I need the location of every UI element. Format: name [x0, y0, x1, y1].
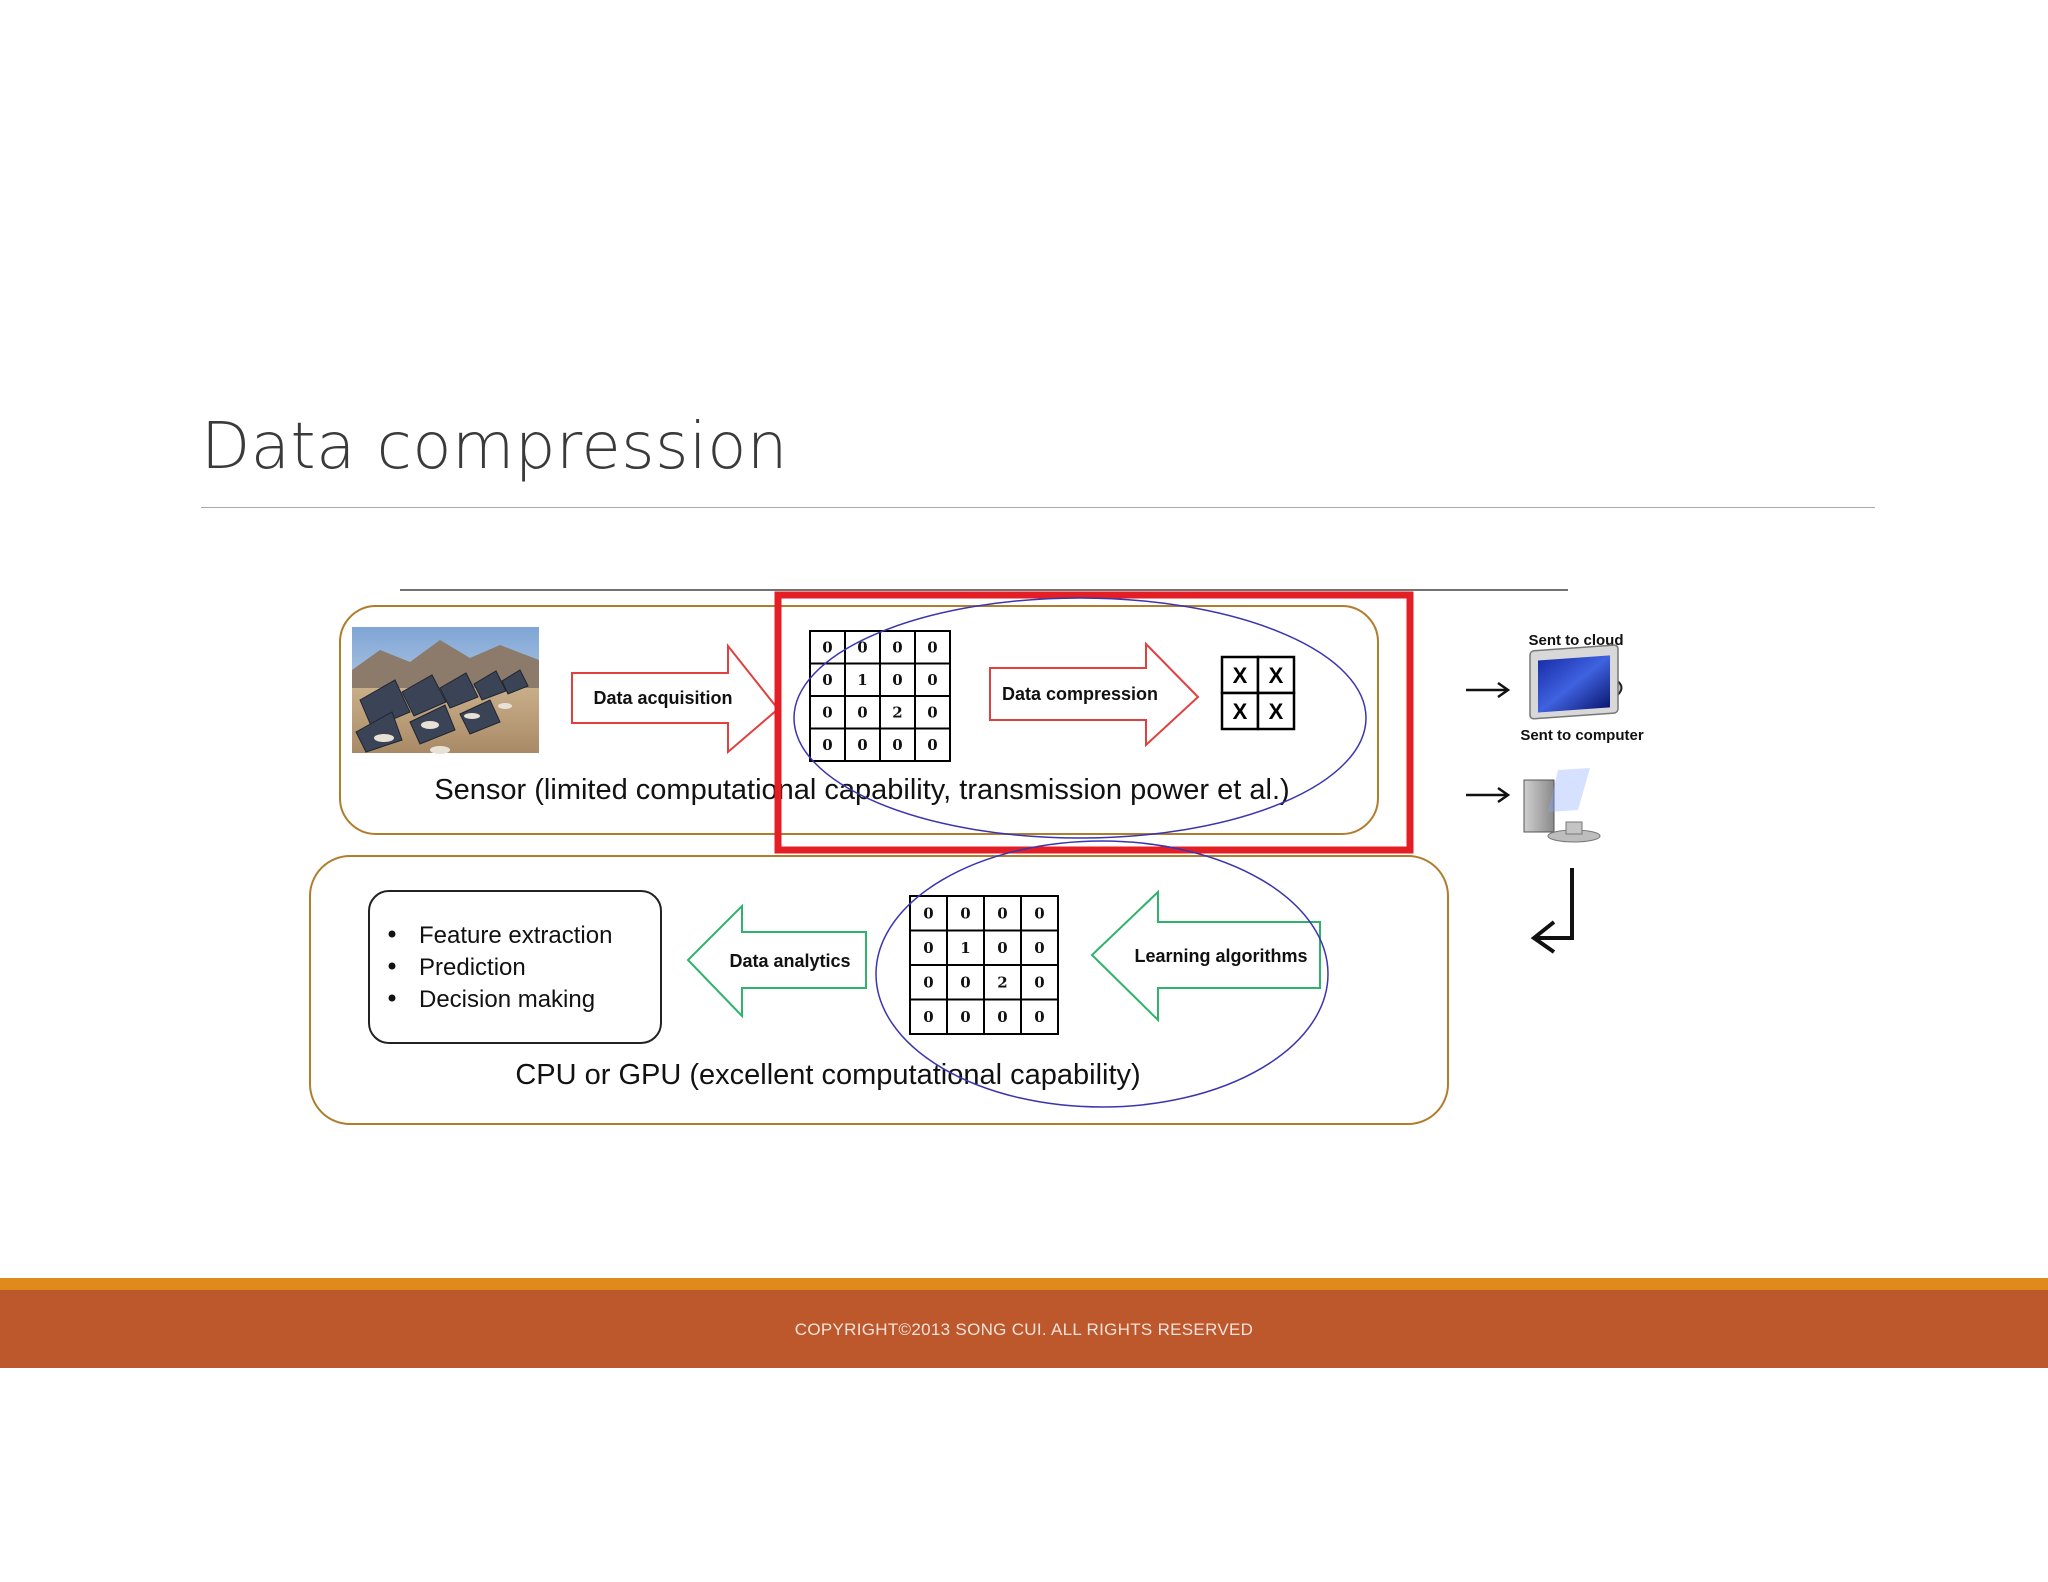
matrix-cell-value: 0 — [1034, 904, 1044, 922]
matrix-cell — [879, 630, 916, 665]
matrix-cell-value: 0 — [960, 904, 970, 922]
matrix-cell-value: 0 — [1034, 973, 1044, 991]
matrix-cell-value: 0 — [960, 973, 970, 991]
matrix-cell — [983, 964, 1022, 1001]
sent-to-cloud-label: Sent to cloud — [1529, 632, 1624, 649]
sensor-ellipse — [793, 597, 1367, 839]
matrix-cell — [946, 964, 985, 1001]
matrix-cell-value: 2 — [997, 973, 1007, 991]
matrix-cell-value: 2 — [892, 703, 902, 721]
matrix-cell-value: 0 — [927, 703, 937, 721]
matrix-cell — [809, 727, 846, 762]
title-divider — [201, 507, 1875, 508]
matrix-cell-value: 1 — [857, 671, 867, 689]
bullet-prediction: Prediction — [419, 954, 526, 981]
compute-ellipse — [875, 840, 1329, 1108]
data-compression-arrow — [989, 641, 1200, 748]
matrix-cell — [1220, 655, 1260, 695]
matrix-cell-value: X — [1269, 663, 1284, 688]
matrix-cell — [909, 998, 948, 1035]
data-analytics-label: Data analytics — [729, 951, 850, 971]
matrix-cell — [809, 630, 846, 665]
matrix-cell-value: X — [1233, 699, 1248, 724]
matrix-cell — [914, 727, 951, 762]
learning-algorithms-label: Learning algorithms — [1134, 946, 1307, 966]
footer-copyright: COPYRIGHT©2013 SONG CUI. ALL RIGHTS RESE… — [794, 1320, 1254, 1339]
sensor-data-matrix: 0 0 0 0 0 1 0 0 0 0 2 0 0 0 0 0 — [809, 630, 951, 762]
matrix-cell-value: 0 — [923, 939, 933, 957]
highlight-box — [774, 591, 1414, 854]
bullet-dot — [388, 962, 396, 970]
data-analytics-arrow — [686, 903, 867, 1019]
footer-accent-stripe — [0, 1278, 2048, 1290]
return-arrow-icon — [1530, 868, 1574, 954]
matrix-cell-value: 0 — [923, 1008, 933, 1026]
arrow-to-cloud — [1466, 681, 1511, 699]
matrix-cell-value: 0 — [927, 736, 937, 754]
solar-farm-photo — [352, 627, 539, 754]
matrix-cell — [914, 662, 951, 697]
matrix-cell-value: 0 — [927, 638, 937, 656]
matrix-cell-value: X — [1269, 699, 1284, 724]
outputs-box — [368, 890, 662, 1044]
matrix-cell-value: 0 — [997, 939, 1007, 957]
matrix-cell — [1256, 691, 1296, 731]
matrix-cell-value: 1 — [960, 939, 970, 957]
data-acquisition-label: Data acquisition — [593, 688, 732, 708]
matrix-cell — [844, 727, 881, 762]
computer-icon — [1523, 644, 1619, 843]
matrix-cell-value: 0 — [923, 904, 933, 922]
matrix-cell-value: 0 — [892, 671, 902, 689]
matrix-cell-value: 0 — [822, 638, 832, 656]
matrix-cell-value: 0 — [822, 671, 832, 689]
matrix-cell — [946, 998, 985, 1035]
sensor-panel — [339, 605, 1379, 835]
matrix-cell — [1256, 655, 1296, 695]
matrix-cell-value: 0 — [923, 973, 933, 991]
sensor-caption: Sensor (limited computational capability… — [434, 774, 1289, 806]
matrix-cell-value: 0 — [927, 671, 937, 689]
matrix-cell-value: 0 — [822, 736, 832, 754]
matrix-cell — [1020, 895, 1059, 932]
matrix-cell-value: 0 — [960, 1008, 970, 1026]
bullet-list: Feature extraction Prediction Decision m… — [388, 922, 612, 1013]
matrix-cell-value: 0 — [1034, 939, 1044, 957]
matrix-cell — [914, 695, 951, 730]
reconstructed-data-matrix: 0 0 0 0 0 1 0 0 0 0 2 0 0 0 0 0 — [909, 895, 1059, 1035]
matrix-cell-value: 0 — [892, 638, 902, 656]
matrix-cell-value: X — [1233, 663, 1248, 688]
matrix-cell-value: 0 — [997, 904, 1007, 922]
matrix-cell — [879, 695, 916, 730]
data-acquisition-arrow — [571, 643, 780, 755]
matrix-cell — [809, 662, 846, 697]
matrix-cell — [1020, 998, 1059, 1035]
matrix-cell-value: 0 — [822, 703, 832, 721]
learning-algorithms-arrow — [1090, 889, 1321, 1023]
matrix-cell-value: 0 — [1034, 1008, 1044, 1026]
matrix-cell — [844, 662, 881, 697]
matrix-cell — [809, 695, 846, 730]
bullet-decision-making: Decision making — [419, 986, 595, 1013]
slide-title: Data compression — [201, 410, 788, 484]
data-compression-label: Data compression — [1002, 684, 1158, 704]
bullet-dot — [388, 930, 396, 938]
matrix-cell — [983, 998, 1022, 1035]
footer-bar — [0, 1290, 2048, 1368]
matrix-cell — [1020, 929, 1059, 966]
compute-caption: CPU or GPU (excellent computational capa… — [515, 1059, 1140, 1091]
bullet-feature-extraction: Feature extraction — [419, 922, 612, 949]
matrix-cell-value: 0 — [997, 1008, 1007, 1026]
sent-to-computer-label: Sent to computer — [1520, 727, 1644, 744]
compute-panel — [309, 855, 1449, 1125]
matrix-cell — [844, 695, 881, 730]
matrix-cell-value: 0 — [857, 638, 867, 656]
matrix-cell-value: 0 — [892, 736, 902, 754]
matrix-cell-value: 0 — [857, 703, 867, 721]
matrix-cell-value: 0 — [857, 736, 867, 754]
bullet-dot — [388, 994, 396, 1002]
arrow-to-computer — [1466, 786, 1511, 804]
